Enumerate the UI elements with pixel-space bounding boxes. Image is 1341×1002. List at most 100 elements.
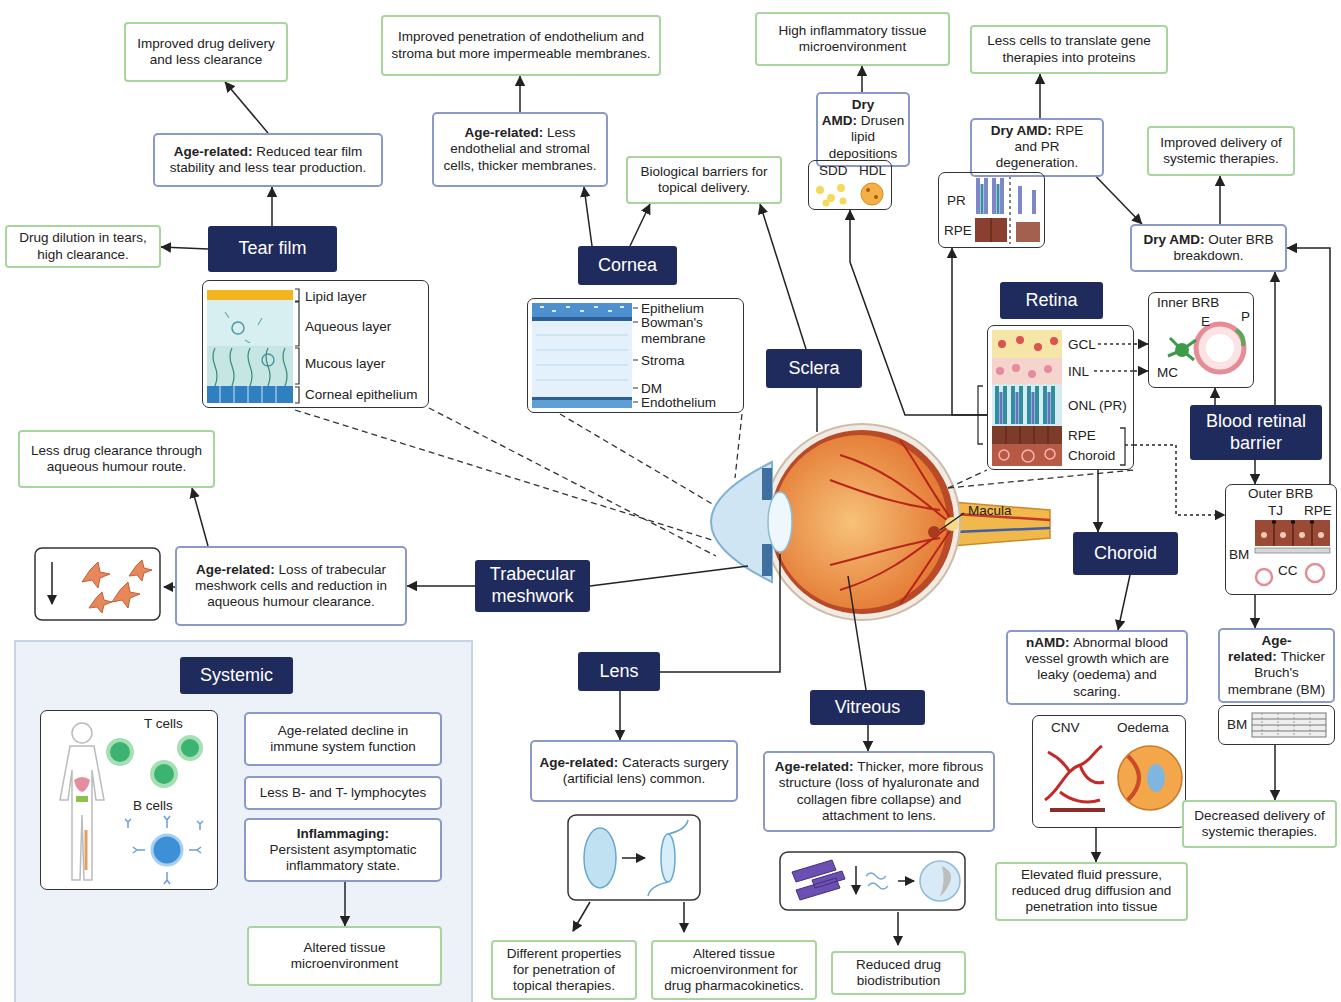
retina-layers (999, 450, 1009, 460)
region-label: Systemic (180, 657, 293, 694)
part-label: ONL (PR) (1068, 398, 1127, 414)
illustration-box: T cells B cells (40, 710, 218, 890)
pr-rpe-drawing (1016, 222, 1040, 242)
connector-arrow (1118, 575, 1130, 630)
part-label: B cells (133, 798, 173, 814)
immune-body-picture (72, 723, 92, 743)
tear-film-layers (220, 386, 276, 403)
connector-arrow (1274, 272, 1276, 405)
cornea-layers (633, 308, 638, 402)
inner-brb-drawing (1175, 343, 1189, 357)
eye-illustration (770, 430, 954, 614)
heading-text: Age-related: (775, 759, 854, 774)
outcome-box: Improved penetration of endothelium and … (381, 15, 661, 76)
trabecular-cells-picture (164, 586, 175, 588)
eye-illustration (764, 424, 960, 620)
part-label: SDD (819, 163, 848, 179)
tear-film-layers (207, 346, 293, 386)
retina-layers (992, 330, 1062, 358)
box-text: Decreased delivery of systemic therapies… (1194, 808, 1325, 839)
retina-layers (992, 426, 1062, 444)
retina-layers (998, 340, 1006, 348)
retina-layers (1012, 364, 1020, 372)
lens-picture (683, 902, 685, 932)
factor-box: Dry AMD:RPE and PR degeneration. (970, 118, 1104, 177)
text-block: Trabecular meshwork (481, 564, 584, 607)
factor-box: Age-related decline in immune system fun… (244, 712, 442, 766)
text-block: Age-related decline in immune system fun… (252, 723, 434, 755)
inner-brb-drawing (1168, 338, 1196, 360)
retina-layers (1094, 344, 1134, 445)
trabecular-cells-picture (35, 548, 160, 620)
connector-arrow (952, 248, 987, 415)
cornea-layers (532, 303, 638, 408)
text-block: Vitreous (835, 697, 901, 719)
text-block: Reduced drug biodistribution (839, 957, 958, 989)
leader-line (848, 576, 866, 690)
drusen-drawing (874, 195, 878, 199)
factor-box: Dry AMD:Outer BRB breakdown. (1130, 224, 1287, 272)
connector-arrow (344, 882, 346, 926)
trabecular-cells-picture (35, 548, 175, 620)
part-label: Aqueous layer (305, 319, 391, 335)
connector-arrow (584, 187, 592, 246)
box-text: Trabecular meshwork (490, 564, 575, 606)
retina-layers (992, 358, 1062, 384)
connector-arrow (407, 585, 475, 587)
text-block: Inflammaging:Persistent asymptomatic inf… (252, 826, 434, 875)
outcome-box: Reduced drug biodistribution (831, 951, 966, 995)
leader-line (590, 566, 748, 586)
part-label: Epithelium (641, 301, 704, 317)
eye-illustration (711, 462, 772, 582)
part-label: T cells (144, 716, 183, 732)
factor-box: Dry AMD:Drusen lipid depositions (816, 92, 910, 167)
connector-arrow (861, 66, 863, 92)
connector-arrow (760, 204, 806, 349)
part-label: CNV (1051, 720, 1080, 736)
text-block: Decreased delivery of systemic therapies… (1190, 808, 1329, 840)
part-label: Mucous layer (305, 356, 385, 372)
text-block: Dry AMD:Drusen lipid depositions (822, 97, 905, 162)
factor-box: Less B- and T- lymphocytes (244, 776, 442, 810)
connector-arrow (1214, 388, 1216, 405)
text-block: Drug dilution in tears, high clearance. (13, 230, 153, 262)
box-text: Blood retinal barrier (1206, 411, 1306, 453)
region-label: Tear film (208, 226, 337, 272)
drusen-drawing (840, 198, 847, 205)
part-label: CC (1278, 563, 1298, 579)
box-text: Cornea (598, 255, 657, 275)
text-block: Improved drug delivery and less clearanc… (132, 36, 280, 68)
text-block: Cornea (598, 255, 657, 277)
cornea-layers (536, 335, 628, 380)
immune-body-picture (41, 711, 217, 889)
part-label: DM (641, 381, 662, 397)
eye-illustration (952, 502, 1050, 546)
heading-text: nAMD: (1026, 635, 1070, 650)
connector-arrow (1096, 177, 1142, 224)
part-label: PR (947, 193, 966, 209)
outer-brb-drawing (1318, 532, 1324, 538)
immune-body-picture (60, 746, 104, 880)
heading-text: Dry AMD: (1143, 232, 1204, 247)
bruchs-membrane-picture (1252, 719, 1326, 731)
bruchs-membrane-picture (1252, 713, 1326, 737)
text-block: Tear film (238, 238, 306, 260)
connector-arrow (1095, 828, 1097, 862)
box-text: Altered tissue microenvironment (291, 940, 398, 971)
connector-arrow (519, 76, 521, 112)
pr-rpe-drawing (982, 184, 998, 214)
text-block: Systemic (200, 665, 273, 687)
outer-brb-drawing (1272, 521, 1314, 524)
tear-film-layers (207, 300, 293, 346)
text-block: Blood retinal barrier (1196, 411, 1316, 454)
part-label: Lipid layer (305, 289, 367, 305)
outcome-box: High inflammatory tissue microenvironmen… (755, 12, 950, 66)
vitreous-picture (897, 912, 899, 945)
cornea-layers (532, 317, 632, 321)
outcome-box: Improved drug delivery and less clearanc… (124, 22, 288, 82)
connector-arrow (271, 187, 273, 226)
text-block: Age-related:Loss of trabecular meshwork … (183, 562, 399, 611)
drusen-drawing (866, 188, 870, 192)
factor-box: Age-related:Loss of trabecular meshwork … (175, 546, 407, 626)
part-label: INL (1068, 364, 1089, 380)
